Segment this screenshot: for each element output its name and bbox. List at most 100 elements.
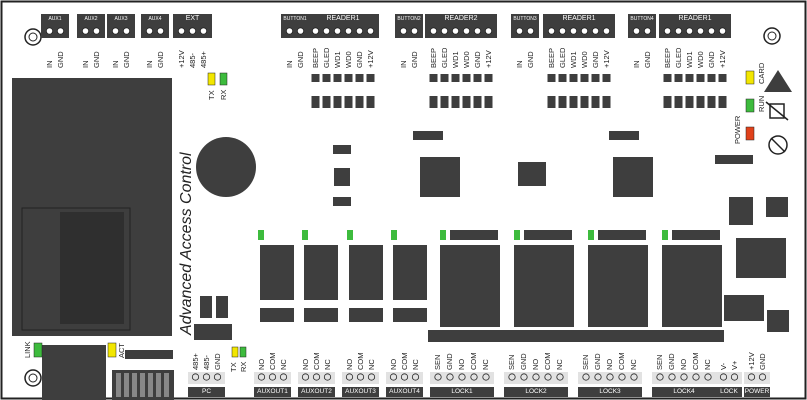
module-slot (60, 212, 124, 324)
bottom-pin-5-2: NO (457, 358, 466, 370)
top-screw-6-1 (322, 27, 331, 35)
bottom-pin-3-1: COM (355, 352, 365, 371)
bottom-pin-7-4: NC (629, 359, 638, 370)
res-top-10-2 (569, 74, 578, 82)
top-pin-4-1: 485- (187, 52, 197, 68)
lock-strip-3 (598, 230, 646, 240)
top-screw-10-4 (591, 27, 600, 35)
led-aux4 (391, 230, 397, 240)
bottom-screw-3-1 (356, 373, 365, 381)
bottom-terminal-0 (188, 372, 225, 384)
top-screw-8-4 (473, 27, 482, 35)
top-pin-10-2: WD1 (568, 51, 578, 68)
top-terminal-12 (659, 24, 731, 38)
bottom-pin-8-2: NO (679, 358, 688, 370)
top-screw-11-0 (632, 27, 641, 35)
top-terminal-0 (41, 24, 69, 38)
relay-aux2 (304, 245, 338, 300)
res-bot-10-1 (558, 96, 567, 108)
bottom-pin-3-2: NC (366, 359, 376, 370)
top-screw-12-1 (674, 27, 683, 35)
top-pin-5-1: GND (295, 51, 305, 68)
bottom-pin-10-1: GND (757, 353, 767, 370)
led-aux3 (347, 230, 353, 240)
res-bot-6-5 (366, 96, 375, 108)
top-pin-4-2: 485+ (198, 51, 208, 68)
ic-row-2 (609, 131, 639, 140)
led-link (33, 342, 43, 358)
bottom-pin-8-0: SEN (655, 354, 664, 370)
res-top-8-1 (440, 74, 449, 82)
top-screw-12-4 (707, 27, 716, 35)
ic-top-left (333, 145, 351, 154)
lock-strip-4 (672, 230, 720, 240)
top-pin-10-1: GLED (557, 47, 567, 68)
top-pin-12-1: GLED (673, 47, 683, 68)
bottom-screw-7-0 (582, 373, 590, 381)
relay-lock1 (440, 245, 500, 327)
bottom-screw-6-0 (508, 373, 516, 381)
bottom-screw-9-0 (719, 373, 728, 381)
top-pin-7-1: GND (409, 51, 419, 68)
top-pin-8-0: BEEP (428, 47, 438, 68)
top-header-button2-7: BUTTON2 (395, 14, 423, 24)
led-tx (207, 72, 216, 86)
top-screw-4-1 (188, 27, 197, 35)
top-screw-8-5 (484, 27, 493, 35)
bottom-pin-8-4: NC (703, 359, 712, 370)
lock-strip-1 (450, 230, 498, 240)
bottom-screw-6-4 (556, 373, 564, 381)
top-screw-0-0 (45, 27, 54, 35)
bottom-terminal-8 (652, 372, 716, 384)
res-bot-8-0 (429, 96, 438, 108)
bottom-pin-1-2: NC (278, 359, 288, 370)
bottom-pin-1-0: NO (256, 358, 266, 370)
top-screw-10-0 (547, 27, 556, 35)
top-screw-7-0 (399, 27, 408, 35)
top-terminal-9 (511, 24, 539, 38)
bottom-screw-8-2 (680, 373, 688, 381)
top-screw-1-1 (92, 27, 101, 35)
battery (196, 137, 256, 197)
bottom-terminal-5 (430, 372, 494, 384)
bottom-screw-4-2 (411, 373, 420, 381)
top-screw-4-2 (199, 27, 208, 35)
bottom-screw-0-0 (191, 373, 200, 381)
act-label: ACT (117, 343, 126, 358)
top-pin-12-4: GND (706, 51, 716, 68)
top-pin-6-2: WD1 (332, 51, 342, 68)
res-top-10-4 (591, 74, 600, 82)
bottom-screw-7-2 (606, 373, 614, 381)
top-screw-11-1 (643, 27, 652, 35)
led-aux1 (258, 230, 264, 240)
top-screw-8-1 (440, 27, 449, 35)
top-pin-11-0: IN (631, 60, 641, 69)
top-terminal-10 (543, 24, 615, 38)
bottom-screw-7-3 (618, 373, 626, 381)
top-screw-6-0 (311, 27, 320, 35)
resistor-rows (311, 74, 727, 108)
top-pin-0-1: GND (55, 51, 65, 68)
top-screw-4-0 (177, 27, 186, 35)
mcu-left (420, 157, 460, 197)
top-pin-10-4: GND (590, 51, 600, 68)
card-label: CARD (757, 62, 766, 84)
bottom-screw-5-0 (434, 373, 442, 381)
bottom-screw-10-0 (747, 373, 756, 381)
res-bot-10-0 (547, 96, 556, 108)
res-bot-8-5 (484, 96, 493, 108)
top-screw-10-5 (602, 27, 611, 35)
bottom-pin-2-2: NC (322, 359, 332, 370)
tx-label: TX (207, 90, 216, 100)
bottom-pin-7-3: COM (617, 352, 626, 371)
top-screw-0-1 (56, 27, 65, 35)
bottom-terminal-7 (578, 372, 642, 384)
bottom-pin-4-2: NC (410, 359, 420, 370)
pc-chip-row (194, 324, 232, 340)
bottom-header-lock-9: LOCK (716, 387, 742, 397)
res-bot-8-2 (451, 96, 460, 108)
top-pin-8-2: WD1 (450, 51, 460, 68)
top-terminal-5 (281, 24, 309, 38)
bottom-pin-5-4: NC (481, 359, 490, 370)
bottom-screw-6-2 (532, 373, 540, 381)
